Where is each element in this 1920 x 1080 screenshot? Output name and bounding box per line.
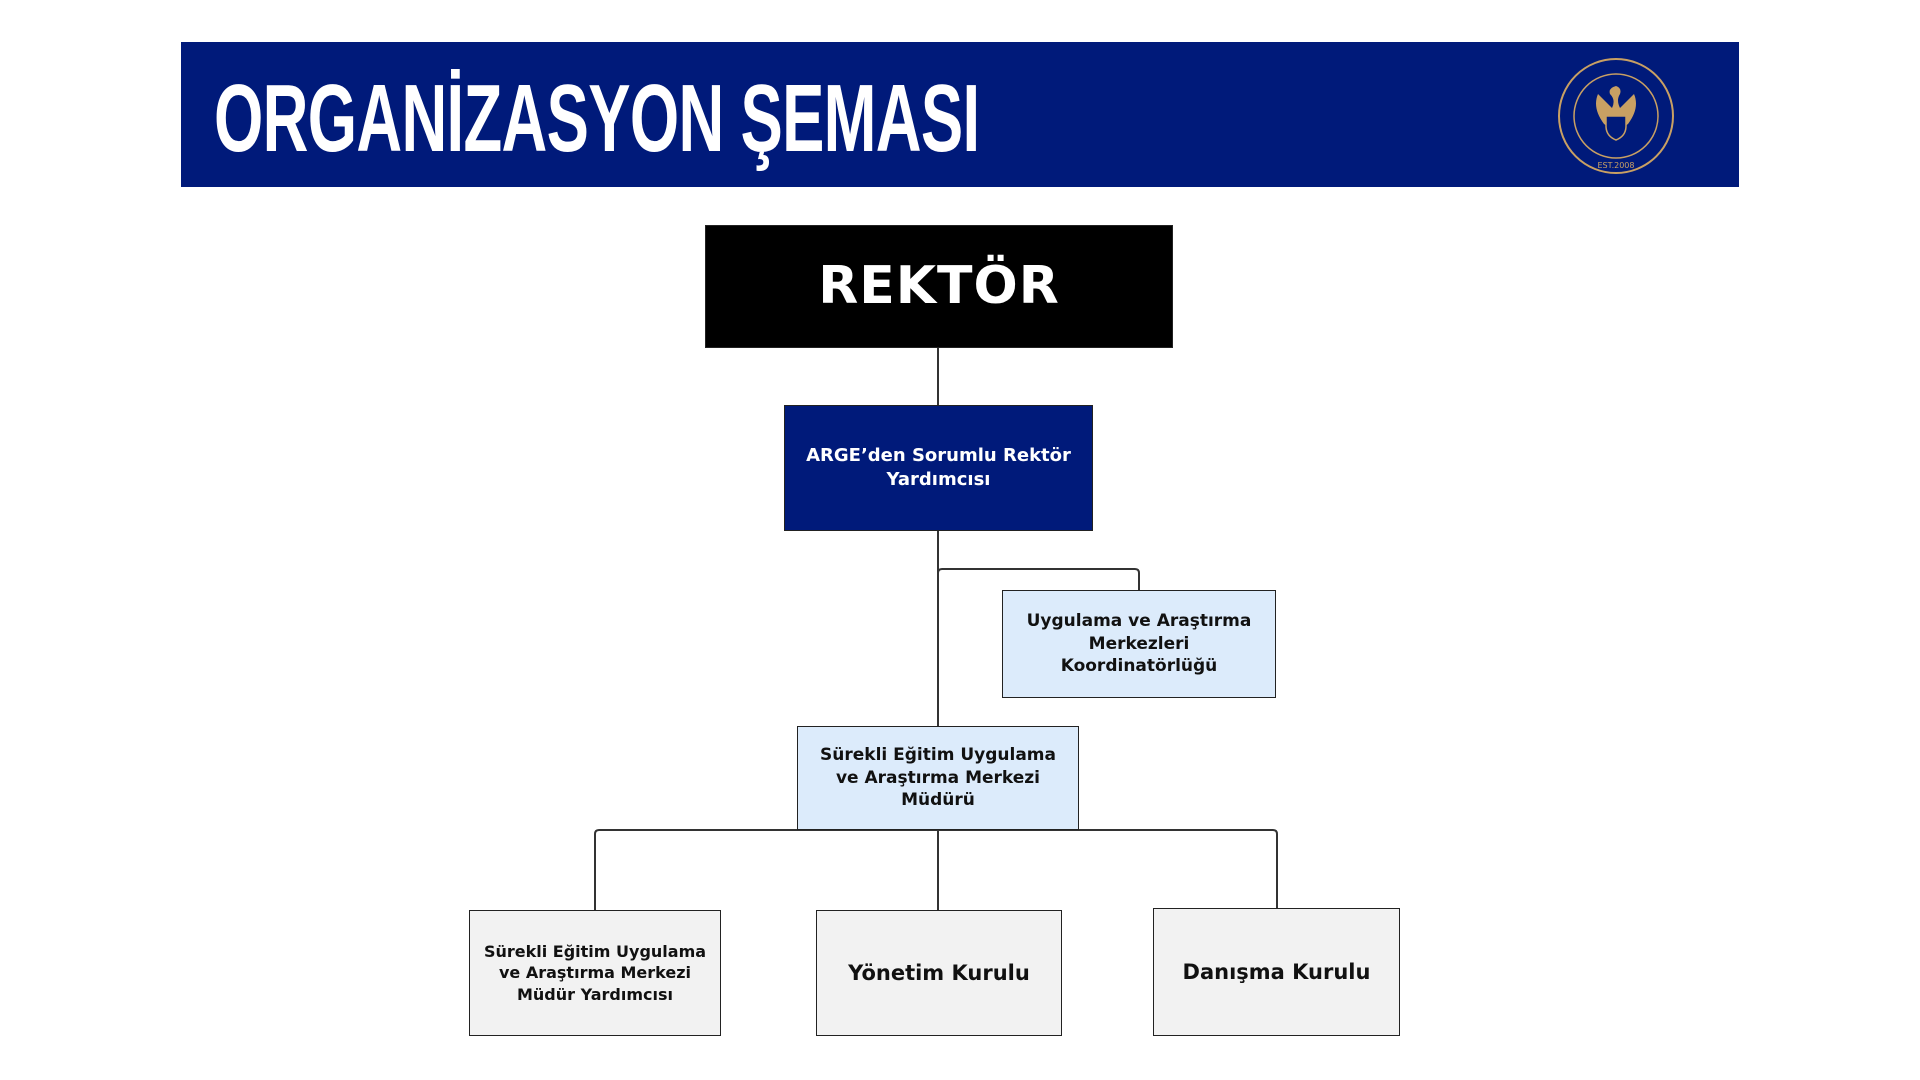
- svg-text:EST.2008: EST.2008: [1598, 161, 1635, 170]
- rektor-box: REKTÖR: [705, 225, 1173, 348]
- deputy-director-box: Sürekli Eğitim Uygulama ve Araştırma Mer…: [469, 910, 721, 1036]
- page-title: ORGANİZASYON ŞEMASI: [214, 65, 980, 172]
- director-box: Sürekli Eğitim Uygulama ve Araştırma Mer…: [797, 726, 1079, 830]
- board-of-directors-box: Yönetim Kurulu: [816, 910, 1062, 1036]
- coordinator-box: Uygulama ve Araştırma Merkezleri Koordin…: [1002, 590, 1276, 698]
- university-seal-logo: EST.2008: [1558, 58, 1674, 174]
- header-banner: [181, 42, 1739, 187]
- vice-rector-box: ARGE’den Sorumlu Rektör Yardımcısı: [784, 405, 1093, 531]
- advisory-board-box: Danışma Kurulu: [1153, 908, 1400, 1036]
